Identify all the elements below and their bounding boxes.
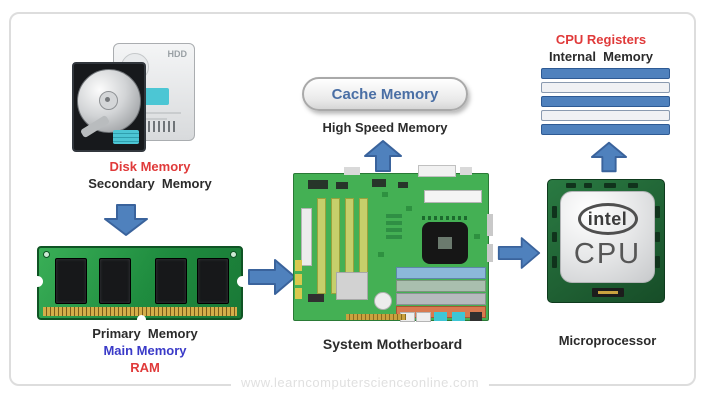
microprocessor-label: Microprocessor (558, 333, 657, 348)
hdd-badge-label: HDD (167, 49, 188, 59)
intel-logo: intel (577, 203, 638, 235)
arrow-right-motherboard-to-cpu-icon (497, 234, 541, 272)
cpu-chip-image: intel CPU (547, 179, 665, 303)
register-bar-filled (541, 96, 670, 107)
motherboard-image (293, 165, 493, 322)
arrow-up-cpu-to-registers-icon (590, 140, 628, 174)
mobo-power-connector (424, 190, 482, 203)
internal-memory-label: Internal Memory (548, 49, 654, 64)
system-motherboard-label: System Motherboard (322, 336, 463, 352)
ram-chip (99, 258, 131, 304)
arrow-down-disk-to-ram-icon (103, 203, 149, 237)
main-memory-label: Main Memory (103, 343, 187, 358)
mobo-ram-slot (396, 293, 486, 305)
arrow-up-motherboard-to-cache-icon (363, 139, 403, 173)
ram-chip (197, 258, 229, 304)
ram-chip (55, 258, 87, 304)
watermark: www.learncomputerscienceonline.com (230, 375, 490, 390)
arrow-right-ram-to-motherboard-icon (247, 256, 297, 298)
high-speed-memory-label: High Speed Memory (322, 120, 448, 135)
secondary-memory-label: Secondary Memory (88, 176, 212, 191)
cache-memory-label: Cache Memory (331, 85, 439, 103)
register-bar-empty (541, 82, 670, 93)
cpu-bottom-key (592, 288, 624, 297)
mobo-cpu-socket (422, 222, 468, 264)
mobo-heatsink (336, 272, 368, 300)
hdd-barcode (123, 121, 175, 132)
cpu-registers-title: CPU Registers (555, 32, 647, 47)
mobo-battery (374, 292, 392, 310)
register-bar-filled (541, 68, 670, 79)
cpu-heat-spreader: intel CPU (560, 191, 655, 283)
hdd-open-drive-image (72, 62, 146, 152)
mobo-ram-slot (396, 280, 486, 292)
cache-memory-pill: Cache Memory (302, 77, 468, 111)
mobo-agp-slot (301, 208, 312, 266)
ram-gold-pins (43, 307, 237, 316)
ram-label: RAM (130, 360, 160, 375)
ram-module-image (32, 246, 248, 324)
register-bars (541, 68, 670, 135)
cpu-chip-label: CPU (573, 238, 642, 270)
disk-memory-title: Disk Memory (109, 159, 191, 174)
primary-memory-label: Primary Memory (92, 326, 198, 341)
mobo-pci-slot (331, 198, 340, 294)
hdd-front-sticker (113, 130, 139, 144)
register-bar-empty (541, 110, 670, 121)
mobo-ram-slot (396, 267, 486, 279)
register-bar-filled (541, 124, 670, 135)
ram-chip (155, 258, 187, 304)
mobo-pci-slot (317, 198, 326, 294)
